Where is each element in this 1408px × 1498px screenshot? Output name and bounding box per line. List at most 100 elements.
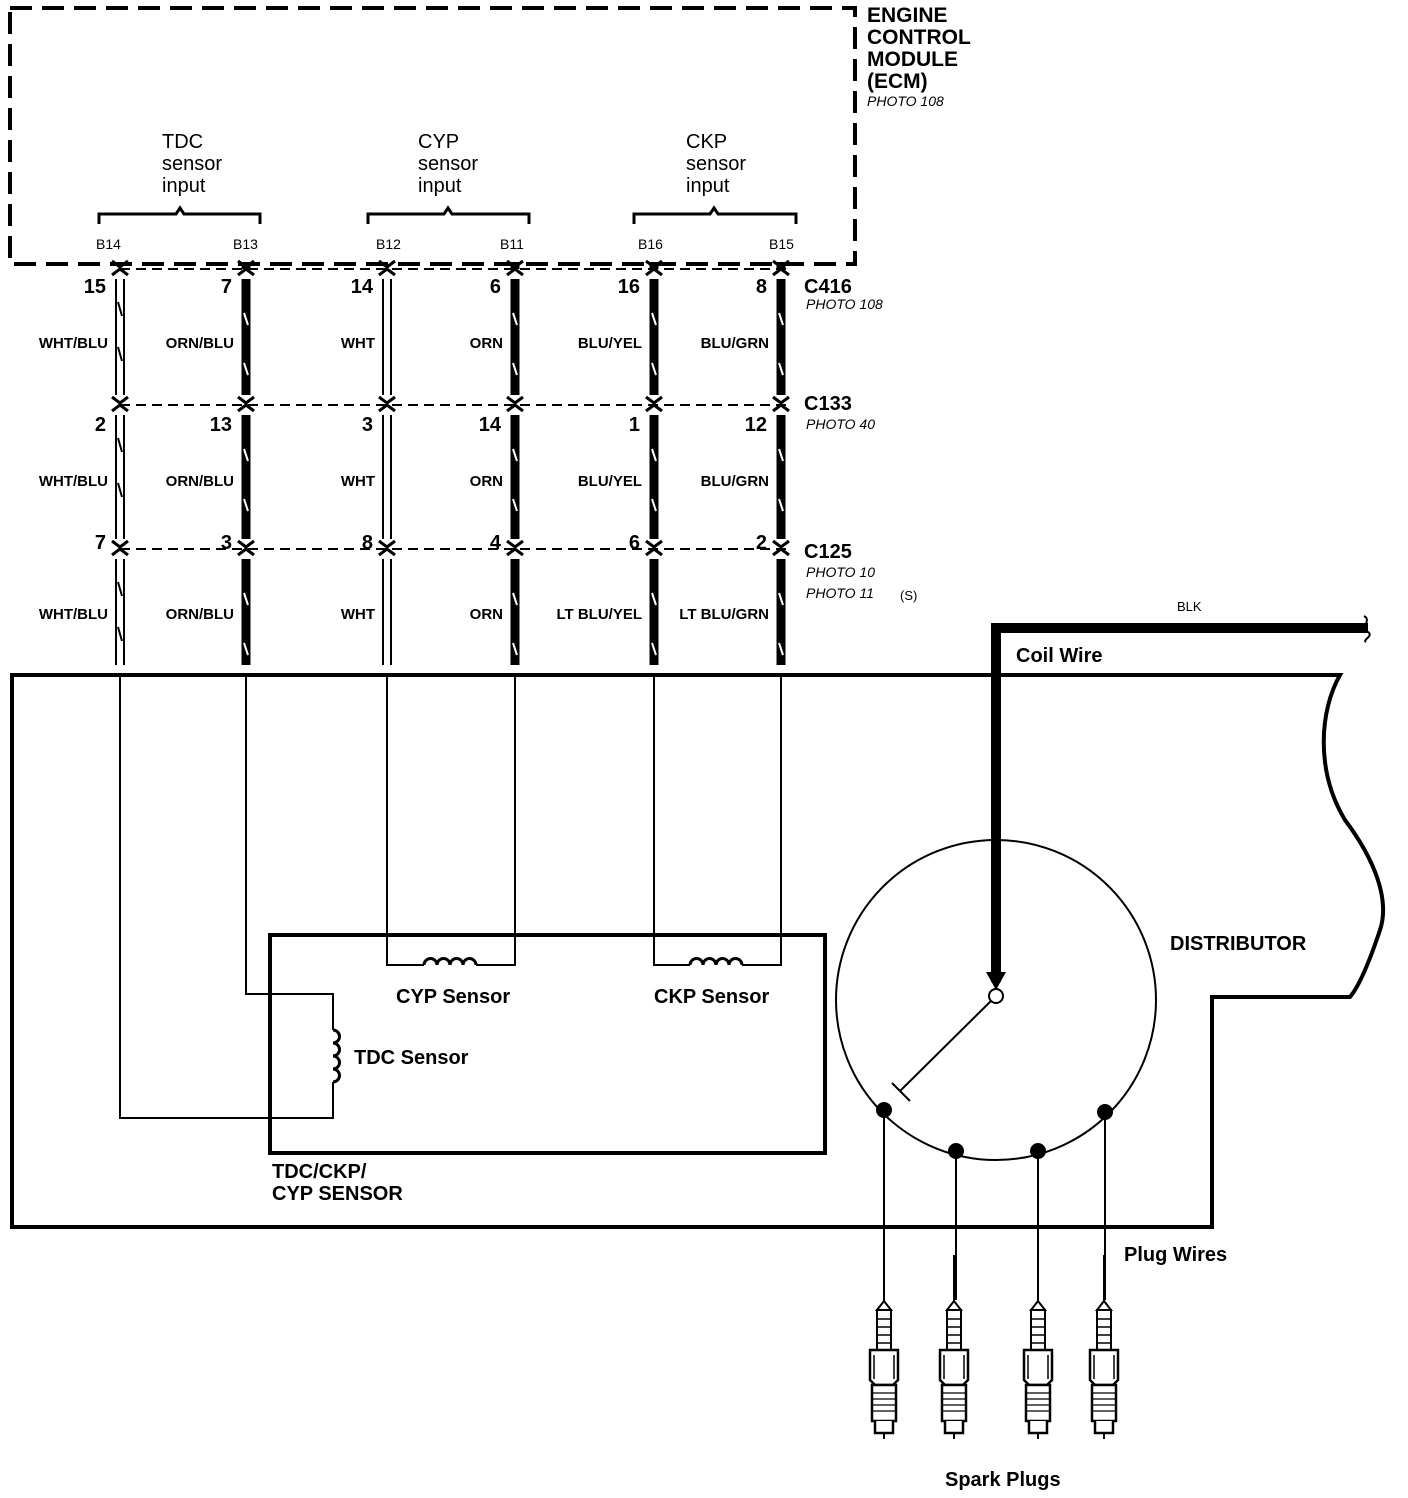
wire-stripe: [243, 448, 249, 462]
c416-label: C416: [804, 276, 852, 298]
c416-pin-b13: 7: [221, 276, 232, 298]
c125-mate-b16: [645, 547, 663, 557]
c133-mate-b15: [772, 403, 790, 413]
wire-stripe: [651, 498, 657, 512]
ecm-title-3: MODULE: [867, 48, 958, 71]
cyp-coil-icon: [422, 957, 478, 966]
c125-photo-2: PHOTO 11: [806, 585, 874, 601]
ckp-input-label-1: CKP: [686, 131, 727, 153]
c125-pin-b11: 4: [490, 532, 502, 554]
ckp-coil-icon: [688, 957, 744, 966]
c133-pin-b12: 3: [362, 414, 373, 436]
wire-color-b14-2: WHT/BLU: [39, 606, 108, 623]
cyp-input-group: CYP sensor input: [366, 131, 531, 224]
wire-stripe: [512, 448, 518, 462]
wire-stripe: [512, 362, 518, 376]
ecm-pin-b14: B14: [96, 236, 121, 252]
plug-wires-label: Plug Wires: [1124, 1244, 1227, 1266]
wire-color-b11-2: ORN: [470, 606, 503, 623]
wire-color-b11-1: ORN: [470, 473, 503, 490]
coil-wire-break: [1363, 615, 1371, 643]
c133-terminal-b16: [645, 395, 663, 405]
wire-color-b15-0: BLU/GRN: [701, 335, 769, 352]
wire-stripe: [651, 642, 657, 656]
wire-stripe: [651, 362, 657, 376]
c125-mate-b15: [772, 547, 790, 557]
c133-pin-b11: 14: [479, 414, 502, 436]
c125-mate-b13: [237, 547, 255, 557]
c416-pin-b12: 14: [351, 276, 374, 298]
c416-pin-b16: 16: [618, 276, 640, 298]
sensor-box: [268, 933, 827, 1155]
wire-color-b14-1: WHT/BLU: [39, 473, 108, 490]
wire-stripe: [117, 482, 123, 498]
c125-mate-b12: [378, 547, 396, 557]
c133-mate-b16: [645, 403, 663, 413]
ckp-bracket: [632, 205, 798, 224]
c416-photo: PHOTO 108: [806, 296, 883, 312]
ecm-title-2: CONTROL: [867, 26, 971, 49]
tdc-input-label-3: input: [162, 175, 206, 197]
wire-stripe: [512, 592, 518, 606]
ecm-pin-b11: B11: [500, 236, 524, 252]
c133-terminal-b14: [111, 395, 129, 405]
wire-stripe: [778, 592, 784, 606]
tdc-sensor-label: TDC Sensor: [354, 1047, 469, 1069]
wire-color-b16-1: BLU/YEL: [578, 473, 642, 490]
c125-terminal-b15: [772, 539, 790, 549]
c125-label: C125: [804, 541, 852, 563]
wire-stripe: [243, 498, 249, 512]
ckp-input-label-3: input: [686, 175, 730, 197]
c125-photo-1: PHOTO 10: [806, 564, 875, 580]
distributor-cap: [835, 839, 1157, 1161]
tdc-sensor: TDC Sensor: [119, 675, 469, 1119]
wire-stripe: [117, 581, 123, 597]
c125-terminal-b12: [378, 539, 396, 549]
sensor-box-label-1: TDC/CKP/: [272, 1161, 367, 1183]
cyp-input-label-2: sensor: [418, 153, 478, 175]
tdc-input-label-2: sensor: [162, 153, 222, 175]
wire-harness: 15WHT/BLU2WHT/BLU7WHT/BLU7ORN/BLU13ORN/B…: [39, 259, 790, 665]
ecm-title-4: (ECM): [867, 70, 928, 93]
coil-wire-color: BLK: [1177, 599, 1202, 614]
spark-plug-4-icon: [1088, 1253, 1120, 1441]
c125-mate-b11: [506, 547, 524, 557]
wire-color-b15-1: BLU/GRN: [701, 473, 769, 490]
coil-wire: [991, 623, 1368, 982]
wire-stripe: [651, 312, 657, 326]
c125-mate-b14: [111, 547, 129, 557]
tdc-input-label-1: TDC: [162, 131, 203, 153]
spark-plug-1-icon: [868, 1253, 900, 1441]
spark-plug-3-icon: [1022, 1253, 1054, 1441]
c125-pin-b12: 8: [362, 532, 373, 554]
wire-stripe: [243, 362, 249, 376]
wire-stripe: [778, 448, 784, 462]
wire-stripe: [651, 448, 657, 462]
c416-pin-b15: 8: [756, 276, 767, 298]
wire-stripe: [778, 312, 784, 326]
c133-mate-b13: [237, 403, 255, 413]
cyp-bracket: [366, 205, 531, 224]
c125-terminal-b13: [237, 539, 255, 549]
c125-terminal-b11: [506, 539, 524, 549]
wire-color-b16-2: LT BLU/YEL: [556, 606, 642, 623]
wire-stripe: [512, 312, 518, 326]
c133-photo: PHOTO 40: [806, 416, 875, 432]
c133-terminal-b15: [772, 395, 790, 405]
c125-note: (S): [900, 588, 917, 603]
ecm-photo: PHOTO 108: [867, 93, 944, 109]
c125-terminal-b16: [645, 539, 663, 549]
tdc-input-group: TDC sensor input: [97, 131, 262, 224]
cyp-sensor-label: CYP Sensor: [396, 986, 510, 1008]
spark-plugs-label: Spark Plugs: [945, 1469, 1061, 1491]
c133-pin-b15: 12: [745, 414, 767, 436]
c133-mate-b11: [506, 403, 524, 413]
cyp-input-label-1: CYP: [418, 131, 459, 153]
ckp-input-group: CKP sensor input: [632, 131, 798, 224]
ecm-pin-b12: B12: [376, 236, 401, 252]
c416-pin-b11: 6: [490, 276, 501, 298]
c133-pin-b13: 13: [210, 414, 232, 436]
wire-color-b15-2: LT BLU/GRN: [679, 606, 769, 623]
c133-mate-b12: [378, 403, 396, 413]
ckp-sensor: CKP Sensor: [653, 675, 782, 1008]
